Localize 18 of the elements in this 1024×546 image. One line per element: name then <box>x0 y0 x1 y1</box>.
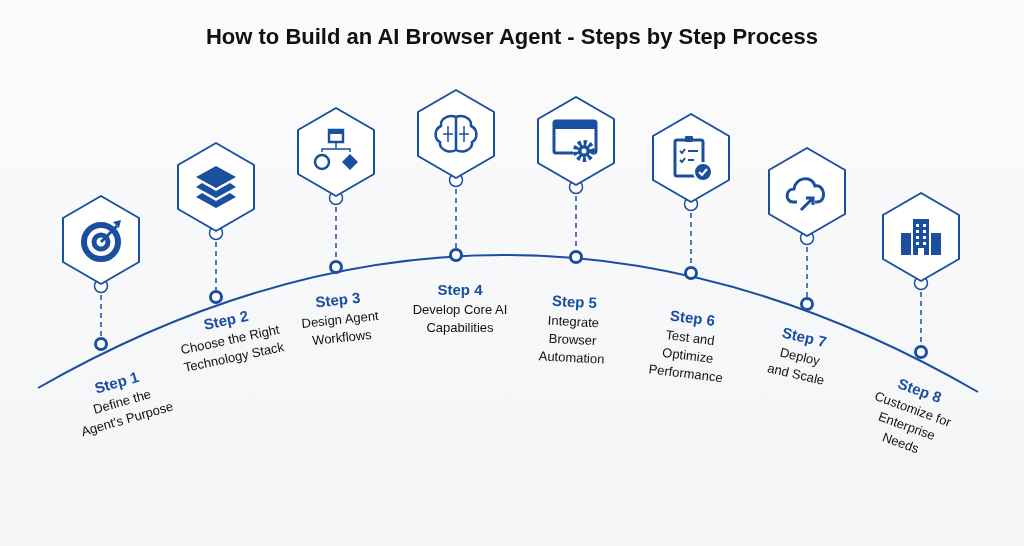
timeline-dot <box>209 290 223 304</box>
timeline-dot <box>94 337 108 351</box>
timeline-dot <box>329 260 343 274</box>
step-label: Step 6 <box>669 306 716 329</box>
timeline-dot <box>569 250 583 264</box>
step-label: Step 5 <box>551 291 598 312</box>
step-description: Design Agent Workflows <box>299 308 381 351</box>
title: How to Build an AI Browser Agent - Steps by Step Process <box>205 24 819 50</box>
step-description: Develop Core AI Capabilities <box>411 301 509 338</box>
step-label: Step 4 <box>437 281 483 298</box>
step-description: Integrate Browser Automation <box>537 311 606 370</box>
timeline-dot <box>800 297 814 311</box>
step-label: Step 2 <box>202 306 250 333</box>
timeline-dot <box>914 345 928 359</box>
timeline-dot <box>684 266 698 280</box>
step-description: Test and Optimize Performance <box>646 327 725 388</box>
timeline-dot <box>449 248 463 262</box>
step-label: Step 3 <box>314 288 362 311</box>
